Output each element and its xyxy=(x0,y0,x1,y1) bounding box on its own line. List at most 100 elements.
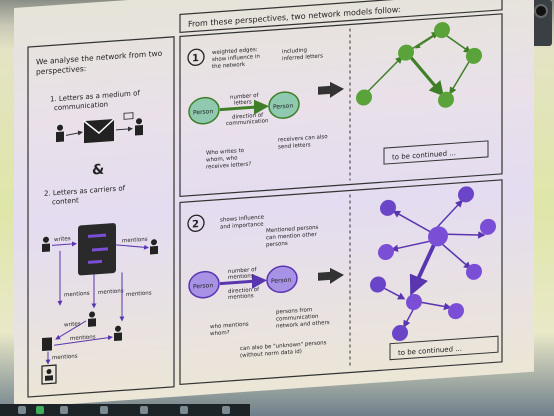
model1-panel: 1 weighted edges: show influence in the … xyxy=(179,13,503,198)
model2-node xyxy=(466,263,482,280)
mic-icon[interactable] xyxy=(18,406,26,414)
model1-including-l1: including xyxy=(282,48,307,56)
model1-weighted-l3: the network xyxy=(212,62,246,70)
model1-follow-arrow xyxy=(330,81,344,98)
model2-node xyxy=(480,218,496,235)
model2-shows-l2: and importance xyxy=(220,222,264,231)
model2-edge-arrow xyxy=(220,273,267,289)
model2-number: 2 xyxy=(192,219,199,230)
send-arrow xyxy=(65,130,83,136)
right-header-box xyxy=(179,0,503,34)
model1-direction-l1: direction of xyxy=(232,113,264,121)
model2-from-l1: persons from xyxy=(276,307,312,316)
pause-icon[interactable] xyxy=(60,406,68,414)
model2-person-node-a xyxy=(188,270,220,299)
label-mentions-a: mentions xyxy=(122,237,148,245)
model2-unknown-l2: (without norm data id) xyxy=(240,349,302,359)
model2-panel: 2 shows influence and importance Mention… xyxy=(179,179,503,386)
model2-shows-l1: shows influence xyxy=(220,214,265,223)
model2-mentioned-l2: can mention other xyxy=(266,232,317,242)
model1-weighted-l1: weighted edges: xyxy=(212,47,258,56)
model1-direction-l2: communication xyxy=(226,118,269,127)
person-icon-topleft xyxy=(42,236,50,253)
model2-dir-l1: direction of xyxy=(228,287,260,295)
video-call-toolbar xyxy=(0,404,250,416)
model1-person-node-b xyxy=(268,91,300,119)
model1-edge-arrow xyxy=(220,99,269,115)
emoji-icon[interactable] xyxy=(222,406,230,414)
model1-number: 1 xyxy=(192,53,199,64)
record-icon[interactable] xyxy=(180,406,188,414)
model1-person-b: Person xyxy=(273,102,293,110)
model1-number-of-l1: number of xyxy=(230,93,260,101)
item1-line2: communication xyxy=(54,100,108,112)
model1-number-badge xyxy=(187,48,205,66)
mentions-arrow-a xyxy=(115,244,149,250)
model1-node xyxy=(466,47,482,64)
model1-including-l2: inferred letters xyxy=(282,53,323,62)
label-mentions-d: mentions xyxy=(126,290,152,298)
model1-number-of-l2: letters xyxy=(234,99,252,106)
model2-node xyxy=(458,186,474,203)
model2-network-graph xyxy=(370,186,496,342)
slide-canvas: We analyse the network from two perspect… xyxy=(27,0,503,398)
pen-icon[interactable] xyxy=(100,406,108,414)
model2-dir-l2: mentions xyxy=(228,293,254,301)
model2-continued-box xyxy=(389,335,499,361)
model1-weighted-l2: show influence in xyxy=(212,54,260,63)
model1-node xyxy=(356,89,372,106)
model2-node xyxy=(378,243,394,261)
receive-arrow xyxy=(116,126,133,132)
model2-nom-l1: number of xyxy=(228,267,258,275)
left-panel: We analyse the network from two perspect… xyxy=(27,36,175,398)
model1-network-graph xyxy=(356,22,482,108)
model1-node xyxy=(398,44,414,61)
model1-person-a: Person xyxy=(193,108,213,116)
model2-person-a: Person xyxy=(193,282,213,290)
label-writes-1: writes xyxy=(54,236,71,243)
model2-node xyxy=(380,199,396,216)
model2-node xyxy=(448,303,464,320)
label-mentions-b: mentions xyxy=(64,291,90,299)
item2-line1: 2. Letters as carriers of xyxy=(44,184,126,198)
model2-follow-arrow xyxy=(330,267,344,284)
model1-who-l1: Who writes to xyxy=(206,148,245,157)
model1-who-l3: receives letters? xyxy=(206,161,251,170)
model1-person-node-a xyxy=(188,96,220,125)
projected-slide: We analyse the network from two perspect… xyxy=(14,0,534,408)
label-mentions-e: mentions xyxy=(70,334,96,342)
model2-mentioned-l3: persons xyxy=(266,241,288,249)
model2-person-b: Person xyxy=(271,277,291,285)
model1-node xyxy=(434,22,450,39)
model2-who-l1: who mentions xyxy=(210,322,249,331)
ampersand: & xyxy=(92,162,104,179)
model1-node xyxy=(438,91,454,108)
sender-person-icon xyxy=(56,124,64,143)
label-mentions-c: mentions xyxy=(98,288,124,296)
model2-node xyxy=(370,276,386,293)
model1-receivers-l2: send letters xyxy=(278,142,311,150)
item2-line2: content xyxy=(52,196,79,206)
model2-mentioned-l1: Mentioned persons xyxy=(266,225,319,235)
portrait-icon xyxy=(41,364,57,385)
model2-who-l2: whom? xyxy=(210,330,230,337)
left-title-line1: We analyse the network from two xyxy=(36,49,163,67)
camera-icon[interactable] xyxy=(36,406,44,414)
webcam xyxy=(530,0,552,46)
mentions-arrow-e xyxy=(53,335,113,346)
screen-icon[interactable] xyxy=(140,406,148,414)
writes-arrow-1 xyxy=(52,241,77,247)
model2-from-l3: network and others xyxy=(276,320,330,330)
left-title-line2: perspectives: xyxy=(36,64,86,77)
model2-node xyxy=(428,226,448,247)
writes-arrow-2 xyxy=(55,320,87,340)
model2-number-badge xyxy=(187,214,205,232)
person-icon-right xyxy=(150,239,158,255)
right-panel-title: From these perspectives, two network mod… xyxy=(188,5,401,29)
person-icon-mid xyxy=(88,311,96,327)
model1-continued-box xyxy=(383,140,489,165)
model2-node xyxy=(406,294,422,311)
receiver-person-icon xyxy=(123,112,143,136)
label-writes-2: writes xyxy=(64,321,81,328)
model2-nom-l2: mentions xyxy=(228,273,254,281)
